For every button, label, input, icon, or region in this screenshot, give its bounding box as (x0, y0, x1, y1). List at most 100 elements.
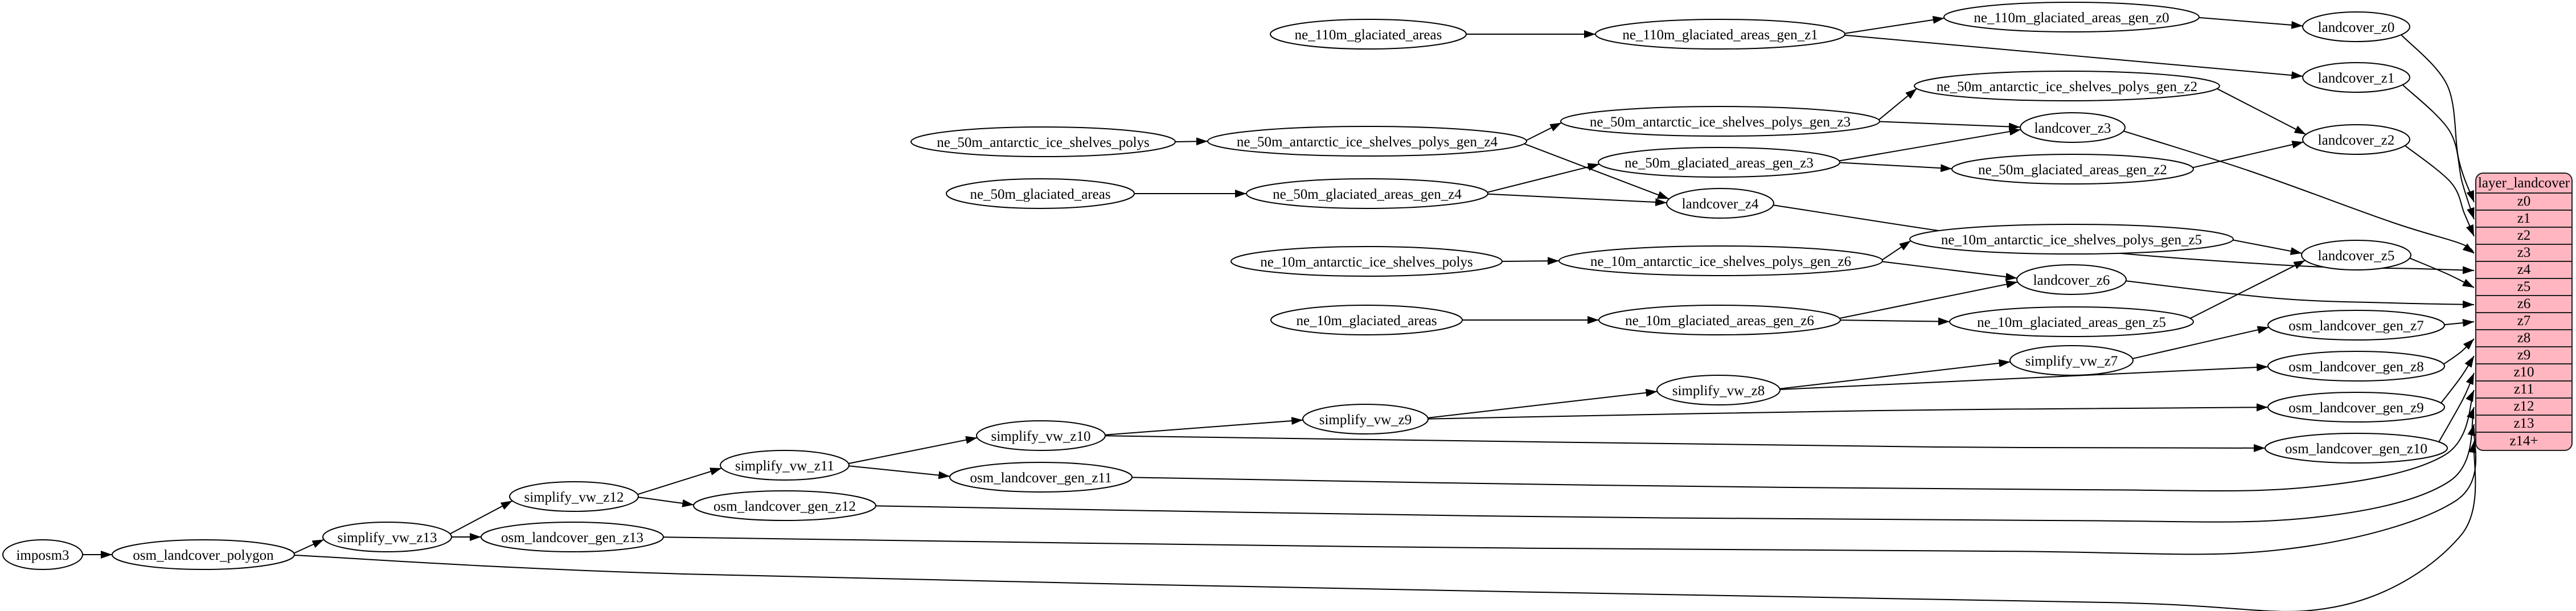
node-label-landcover_z6: landcover_z6 (2033, 273, 2110, 288)
node-ellipse-ne_50m_antarctic_ice_shelves_polys_gen_z3 (1560, 106, 1880, 137)
table-row-z12: z12 (2476, 399, 2571, 416)
node-ellipse-ne_10m_antarctic_ice_shelves_polys_gen_z6 (1558, 245, 1883, 276)
node-ellipse-landcover_z5 (2301, 240, 2411, 270)
node-simplify_vw_z11: simplify_vw_z11 (720, 450, 850, 481)
table-row-z1: z1 (2476, 211, 2571, 228)
node-ellipse-landcover_z3 (2020, 112, 2126, 143)
table-row-z5: z5 (2476, 279, 2571, 296)
edge-landcover_z3-to-layer-row-3 (2123, 130, 2475, 254)
node-ne_10m_glaciated_areas_gen_z6: ne_10m_glaciated_areas_gen_z6 (1598, 305, 1841, 335)
edge-osm_landcover_polygon-to-layer-row-14 (294, 441, 2477, 611)
node-ellipse-osm_landcover_gen_z12 (693, 490, 876, 521)
node-landcover_z5: landcover_z5 (2301, 240, 2411, 270)
node-imposm3: imposm3 (2, 539, 83, 570)
node-simplify_vw_z12: simplify_vw_z12 (509, 481, 639, 512)
node-ne_50m_antarctic_ice_shelves_polys_gen_z3: ne_50m_antarctic_ice_shelves_polys_gen_z… (1560, 106, 1880, 137)
node-ellipse-ne_110m_glaciated_areas_gen_z0 (1943, 2, 2200, 32)
node-ne_50m_antarctic_ice_shelves_polys_gen_z2: ne_50m_antarctic_ice_shelves_polys_gen_z… (1914, 71, 2220, 101)
edge-ne_50m_antarctic_ice_shelves_polys_gen_z2-to-landcover_z2 (2217, 88, 2307, 135)
node-label-ne_50m_glaciated_areas: ne_50m_glaciated_areas (970, 187, 1110, 202)
edge-layer (82, 15, 2477, 611)
node-ne_50m_antarctic_ice_shelves_polys_gen_z4: ne_50m_antarctic_ice_shelves_polys_gen_z… (1207, 126, 1527, 157)
edge-landcover_z5-to-layer-row-5 (2409, 257, 2475, 288)
edge-ne_50m_glaciated_areas_gen_z4-to-landcover_z4 (1487, 193, 1667, 207)
node-label-ne_10m_antarctic_ice_shelves_polys_gen_z6: ne_10m_antarctic_ice_shelves_polys_gen_z… (1590, 254, 1851, 269)
edge-simplify_vw_z12-to-simplify_vw_z11 (637, 468, 722, 495)
node-ellipse-landcover_z6 (2016, 264, 2127, 295)
node-label-ne_110m_glaciated_areas_gen_z0: ne_110m_glaciated_areas_gen_z0 (1974, 10, 2169, 26)
node-ellipse-ne_10m_glaciated_areas_gen_z6 (1598, 305, 1841, 335)
node-ne_10m_glaciated_areas: ne_10m_glaciated_areas (1270, 305, 1463, 335)
node-label-landcover_z0: landcover_z0 (2318, 20, 2395, 35)
layer-landcover-table: layer_landcover z0 z1 z2 z3 z4 z5 z6 z7 … (2475, 173, 2573, 451)
node-ellipse-landcover_z4 (1666, 188, 1774, 219)
edge-ne_50m_antarctic_ice_shelves_polys_gen_z3-to-ne_50m_antarctic_ice_shelves_polys_gen_z2 (1878, 88, 1917, 121)
node-label-simplify_vw_z7: simplify_vw_z7 (2025, 354, 2118, 369)
node-ne_10m_glaciated_areas_gen_z5: ne_10m_glaciated_areas_gen_z5 (1949, 306, 2194, 337)
node-landcover_z2: landcover_z2 (2302, 124, 2410, 155)
edge-ne_50m_antarctic_ice_shelves_polys_gen_z3-to-landcover_z3 (1879, 121, 2021, 131)
node-ellipse-imposm3 (2, 539, 83, 570)
node-simplify_vw_z7: simplify_vw_z7 (2009, 345, 2134, 376)
node-osm_landcover_gen_z9: osm_landcover_gen_z9 (2267, 392, 2445, 423)
edge-ne_10m_glaciated_areas_gen_z5-to-landcover_z5 (2189, 260, 2306, 319)
node-label-ne_50m_antarctic_ice_shelves_polys_gen_z3: ne_50m_antarctic_ice_shelves_polys_gen_z… (1590, 114, 1851, 130)
node-ellipse-ne_10m_antarctic_ice_shelves_polys (1230, 246, 1503, 277)
node-simplify_vw_z10: simplify_vw_z10 (976, 420, 1106, 451)
node-ellipse-simplify_vw_z10 (976, 420, 1106, 451)
node-ellipse-ne_50m_antarctic_ice_shelves_polys_gen_z2 (1914, 71, 2220, 101)
node-ellipse-simplify_vw_z8 (1656, 375, 1781, 405)
node-label-simplify_vw_z11: simplify_vw_z11 (735, 458, 834, 474)
node-ellipse-osm_landcover_gen_z13 (481, 522, 664, 552)
edge-landcover_z6-to-layer-row-6 (2126, 280, 2475, 309)
edge-ne_10m_antarctic_ice_shelves_polys_gen_z6-to-ne_10m_antarctic_ice_shelves_polys_gen_z5 (1881, 240, 1912, 261)
node-ne_110m_glaciated_areas_gen_z1: ne_110m_glaciated_areas_gen_z1 (1595, 19, 1845, 50)
edge-simplify_vw_z10-to-osm_landcover_gen_z10 (1105, 435, 2266, 452)
node-ellipse-osm_landcover_gen_z11 (949, 462, 1133, 493)
node-ne_110m_glaciated_areas_gen_z0: ne_110m_glaciated_areas_gen_z0 (1943, 2, 2200, 32)
node-label-simplify_vw_z8: simplify_vw_z8 (1672, 383, 1765, 399)
node-label-simplify_vw_z13: simplify_vw_z13 (338, 530, 437, 546)
node-label-osm_landcover_polygon: osm_landcover_polygon (133, 548, 274, 563)
node-ellipse-ne_50m_glaciated_areas (946, 178, 1135, 209)
edge-landcover_z4-to-layer-row-4 (1773, 204, 2475, 274)
node-label-landcover_z4: landcover_z4 (1682, 196, 1759, 212)
node-label-osm_landcover_gen_z10: osm_landcover_gen_z10 (2285, 441, 2427, 457)
edge-simplify_vw_z8-to-simplify_vw_z7 (1779, 359, 2011, 389)
edge-simplify_vw_z10-to-simplify_vw_z9 (1105, 417, 1303, 436)
node-ellipse-simplify_vw_z9 (1302, 404, 1429, 434)
table-row-z11: z11 (2476, 382, 2571, 399)
node-ne_10m_antarctic_ice_shelves_polys_gen_z6: ne_10m_antarctic_ice_shelves_polys_gen_z… (1558, 245, 1883, 276)
node-osm_landcover_gen_z13: osm_landcover_gen_z13 (481, 522, 664, 552)
edge-osm_landcover_gen_z12-to-layer-row-12 (875, 407, 2475, 523)
edge-simplify_vw_z8-to-osm_landcover_gen_z8 (1779, 363, 2269, 390)
edge-ne_10m_antarctic_ice_shelves_polys_gen_z6-to-landcover_z6 (1882, 261, 2017, 281)
table-title: layer_landcover (2476, 174, 2571, 194)
edge-ne_50m_antarctic_ice_shelves_polys-to-ne_50m_antarctic_ice_shelves_polys_gen_z4 (1175, 137, 1208, 146)
node-landcover_z6: landcover_z6 (2016, 264, 2127, 295)
edge-ne_50m_glaciated_areas_gen_z4-to-ne_50m_glaciated_areas_gen_z3 (1487, 163, 1600, 193)
node-landcover_z1: landcover_z1 (2302, 62, 2410, 93)
edge-simplify_vw_z7-to-osm_landcover_gen_z7 (2132, 326, 2269, 359)
node-label-simplify_vw_z9: simplify_vw_z9 (1319, 412, 1412, 428)
edge-simplify_vw_z11-to-osm_landcover_gen_z11 (848, 465, 950, 479)
node-label-landcover_z3: landcover_z3 (2034, 121, 2111, 136)
edge-ne_50m_antarctic_ice_shelves_polys_gen_z4-to-ne_50m_antarctic_ice_shelves_polys_gen_z3 (1526, 122, 1562, 141)
node-label-ne_110m_glaciated_areas_gen_z1: ne_110m_glaciated_areas_gen_z1 (1622, 27, 1818, 43)
node-label-ne_110m_glaciated_areas: ne_110m_glaciated_areas (1295, 27, 1442, 43)
node-ellipse-ne_110m_glaciated_areas_gen_z1 (1595, 19, 1845, 50)
node-ne_50m_glaciated_areas_gen_z3: ne_50m_glaciated_areas_gen_z3 (1598, 147, 1840, 178)
node-ellipse-ne_50m_glaciated_areas_gen_z4 (1246, 178, 1488, 209)
node-layer: imposm3 osm_landcover_polygon simplify_vw_… (2, 2, 2448, 570)
node-ne_50m_glaciated_areas_gen_z4: ne_50m_glaciated_areas_gen_z4 (1246, 178, 1488, 209)
node-landcover_z0: landcover_z0 (2302, 11, 2410, 42)
node-ellipse-landcover_z1 (2302, 62, 2410, 93)
node-ne_50m_glaciated_areas: ne_50m_glaciated_areas (946, 178, 1135, 209)
node-simplify_vw_z8: simplify_vw_z8 (1656, 375, 1781, 405)
node-landcover_z4: landcover_z4 (1666, 188, 1774, 219)
node-ellipse-simplify_vw_z7 (2009, 345, 2134, 376)
node-label-landcover_z2: landcover_z2 (2318, 133, 2395, 148)
node-label-imposm3: imposm3 (16, 548, 69, 563)
node-ellipse-osm_landcover_gen_z7 (2267, 310, 2445, 341)
